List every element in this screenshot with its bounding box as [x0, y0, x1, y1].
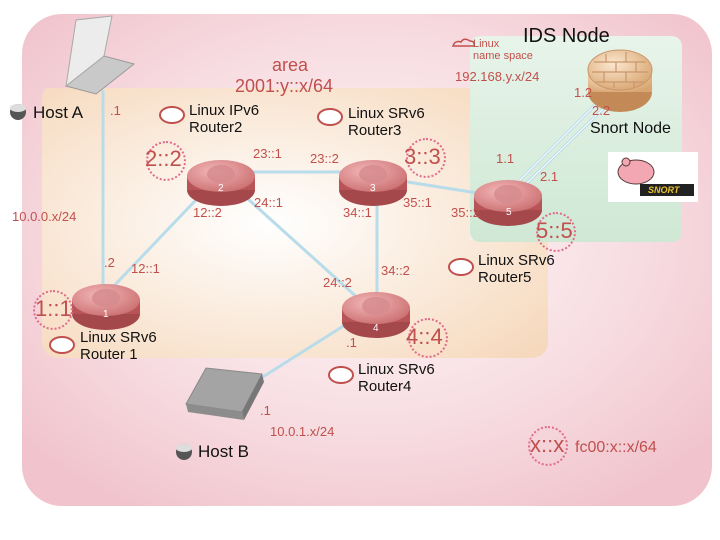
hostB-disk-icon — [176, 444, 192, 460]
router-5-icon — [474, 180, 542, 226]
router-1-icon — [72, 284, 140, 330]
router4-loopback-badge — [408, 318, 448, 358]
link-r3-r5 — [394, 178, 491, 197]
r3-r5-if: 35::1 — [403, 195, 432, 210]
router3-status-icon — [317, 108, 343, 126]
router4-status-icon — [328, 366, 354, 384]
router1-loopback: 1::1 — [35, 296, 72, 321]
router2-status-icon — [159, 106, 185, 124]
host-b-if: .1 — [260, 403, 271, 418]
namespace-cloud-icon — [451, 38, 475, 47]
host-a-label: Host A — [33, 103, 84, 122]
router5-status-icon — [448, 258, 474, 276]
r1-host-if: .2 — [104, 255, 115, 270]
router1-label: Linux SRv6 Router 1 — [80, 329, 157, 363]
legend-badge — [528, 426, 568, 466]
area-subnet: 2001:y::x/64 — [235, 76, 334, 96]
namespace-label: Linux name space — [473, 38, 533, 63]
router4-loopback: 4::4 — [406, 324, 443, 349]
r5-r3-if: 35::2 — [451, 205, 480, 220]
snort-logo-text: SNORT — [648, 185, 680, 195]
r1-r2-if: 12::1 — [131, 261, 160, 276]
ids-subnet: 192.168.y.x/24 — [455, 69, 540, 84]
r2-r4-if: 24::1 — [254, 195, 283, 210]
snort-node-label: Snort Node — [590, 120, 671, 137]
router1-status-icon — [49, 336, 75, 354]
r2-r3-if: 23::1 — [253, 146, 282, 161]
host-b-label: Host B — [198, 442, 250, 461]
r3-r4-if: 34::1 — [343, 205, 372, 220]
hostA-disk-icon — [10, 104, 26, 120]
router5-loopback: 5::5 — [536, 218, 573, 243]
r4-r3-if: 34::2 — [381, 263, 410, 278]
router3-loopback: 3::3 — [404, 144, 441, 169]
router-3-icon — [339, 160, 407, 206]
router2-label: Linux IPv6 Router2 — [189, 102, 260, 136]
link-r4-hostB — [249, 323, 346, 387]
legend-symbol: x::x — [530, 432, 565, 457]
ids-if-1-1: 1.1 — [496, 151, 515, 166]
router4-number: 4 — [373, 323, 379, 334]
r2-r1-if: 12::2 — [193, 205, 222, 220]
router5-number: 5 — [506, 207, 512, 218]
router3-number: 3 — [370, 183, 376, 194]
ids-if-2-2: 2.2 — [592, 103, 611, 118]
router2-loopback: 2::2 — [145, 146, 182, 171]
ids-if-1-2: 1.2 — [574, 85, 593, 100]
router-2-icon — [187, 160, 255, 206]
area-title: area — [272, 55, 309, 75]
legend-text: fc00:x::x/64 — [575, 439, 657, 456]
snort-logo — [608, 152, 698, 202]
router2-number: 2 — [218, 183, 224, 194]
router3-label: Linux SRv6 Router3 — [348, 105, 425, 139]
host-b-device-icon — [185, 367, 264, 420]
router4-label: Linux SRv6 Router4 — [358, 361, 435, 395]
ids-node-title: IDS Node — [523, 25, 610, 47]
link-r2-r4 — [236, 188, 362, 302]
r4-r2-if: 24::2 — [323, 275, 352, 290]
firewall-icon — [587, 49, 653, 112]
router5-label: Linux SRv6 Router5 — [478, 252, 555, 286]
host-a-if: .1 — [110, 103, 121, 118]
router3-loopback-badge — [406, 138, 446, 178]
r3-r2-if: 23::2 — [310, 151, 339, 166]
laptop-icon — [64, 15, 136, 95]
ids-if-2-1: 2.1 — [540, 169, 559, 184]
r4-host-if: .1 — [346, 335, 357, 350]
router1-loopback-badge — [33, 290, 73, 330]
host-a-subnet: 10.0.0.x/24 — [12, 209, 77, 224]
router5-loopback-badge — [536, 212, 576, 252]
router2-loopback-badge — [146, 141, 186, 181]
router1-number: 1 — [103, 309, 109, 320]
router-4-icon — [342, 292, 410, 338]
host-b-subnet: 10.0.1.x/24 — [270, 424, 335, 439]
